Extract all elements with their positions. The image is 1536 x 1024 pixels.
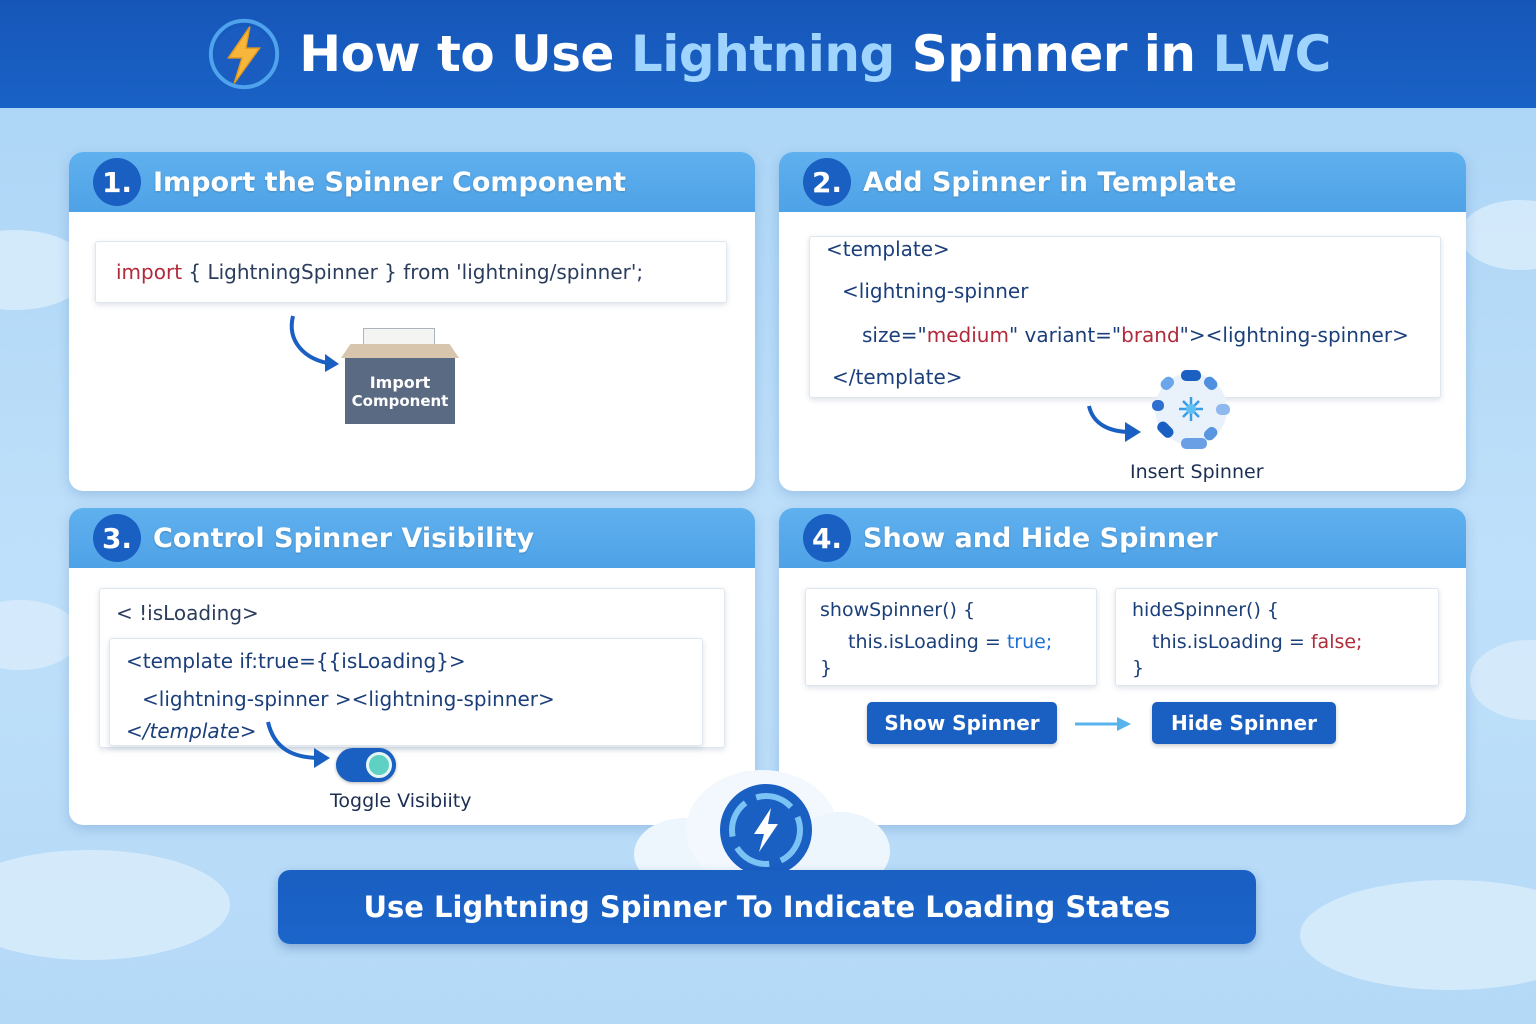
code-line: import { LightningSpinner } from 'lightn… — [116, 260, 644, 284]
card-header: 4. Show and Hide Spinner — [779, 508, 1466, 568]
toggle-caption: Toggle Visibiity — [330, 790, 472, 812]
card-title: Show and Hide Spinner — [863, 522, 1218, 554]
lightning-badge-icon — [720, 784, 812, 876]
code-line: } — [820, 657, 833, 679]
code-line: <template if:true={{isLoading}> — [126, 649, 466, 673]
step-number: 2. — [803, 158, 851, 206]
code-block: import { LightningSpinner } from 'lightn… — [95, 241, 727, 303]
code-line: </template> — [832, 365, 963, 389]
curved-arrow-icon — [266, 721, 330, 768]
code-block-inner: <template if:true={{isLoading}> <lightni… — [109, 638, 703, 746]
code-line: </template> — [126, 719, 257, 743]
import-box-label: Component — [351, 391, 449, 410]
toggle-knob — [366, 752, 392, 778]
import-box-label: Import — [369, 372, 431, 392]
step-number: 3. — [93, 514, 141, 562]
step-number: 4. — [803, 514, 851, 562]
cloud-decoration — [1300, 880, 1536, 990]
cloud-decoration — [0, 600, 80, 670]
card-title: Import the Spinner Component — [153, 166, 627, 198]
show-spinner-button[interactable]: Show Spinner — [867, 702, 1057, 744]
code-block-show: showSpinner() { this.isLoading = true; } — [805, 588, 1097, 686]
arrow-right-icon — [1075, 717, 1131, 731]
code-line: hideSpinner() { — [1132, 599, 1280, 621]
code-line: <lightning-spinner ><lightning-spinner> — [142, 687, 555, 711]
curved-arrow-icon — [1087, 405, 1141, 442]
code-block-hide: hideSpinner() { this.isLoading = false; … — [1115, 588, 1439, 686]
code-line: <lightning-spinner — [842, 279, 1029, 303]
spinner-icon — [1152, 370, 1230, 449]
import-box-icon: Import Component — [341, 324, 459, 428]
toggle-switch[interactable] — [336, 748, 396, 782]
code-line: size="medium" variant="brand"><lightning… — [862, 323, 1409, 347]
footer-banner: Use Lightning Spinner To Indicate Loadin… — [278, 870, 1256, 944]
card-title: Control Spinner Visibility — [153, 522, 535, 554]
cloud-decoration — [1470, 640, 1536, 720]
curved-arrow-icon — [289, 315, 339, 372]
code-line: <template> — [826, 237, 950, 261]
card-header: 2. Add Spinner in Template — [779, 152, 1466, 212]
card-title: Add Spinner in Template — [863, 166, 1237, 198]
card-header: 3. Control Spinner Visibility — [69, 508, 755, 568]
step-card-template: 2. Add Spinner in Template <template> <l… — [779, 152, 1466, 491]
code-line: this.isLoading = true; — [848, 631, 1053, 653]
lightning-bolt-icon — [209, 18, 280, 90]
cloud-decoration — [0, 850, 230, 960]
hide-spinner-button[interactable]: Hide Spinner — [1152, 702, 1336, 744]
code-block: <template> <lightning-spinner size="medi… — [809, 236, 1441, 398]
step-card-import: 1. Import the Spinner Component import {… — [69, 152, 755, 491]
card-header: 1. Import the Spinner Component — [69, 152, 755, 212]
banner-text: Use Lightning Spinner To Indicate Loadin… — [363, 890, 1171, 924]
code-line: this.isLoading = false; — [1152, 631, 1363, 653]
step-number: 1. — [93, 158, 141, 206]
insert-spinner-caption: Insert Spinner — [1130, 461, 1264, 483]
step-card-visibility: 3. Control Spinner Visibility < !isLoadi… — [69, 508, 755, 825]
code-line: showSpinner() { — [820, 599, 976, 621]
step-card-show-hide: 4. Show and Hide Spinner showSpinner() {… — [779, 508, 1466, 825]
header-bar: How to Use Lightning Spinner in LWC — [0, 0, 1536, 108]
page-title: How to Use Lightning Spinner in LWC — [299, 25, 1331, 83]
cloud-decoration — [1460, 200, 1536, 270]
code-line: < !isLoading> — [116, 601, 259, 625]
code-line: } — [1132, 657, 1145, 679]
